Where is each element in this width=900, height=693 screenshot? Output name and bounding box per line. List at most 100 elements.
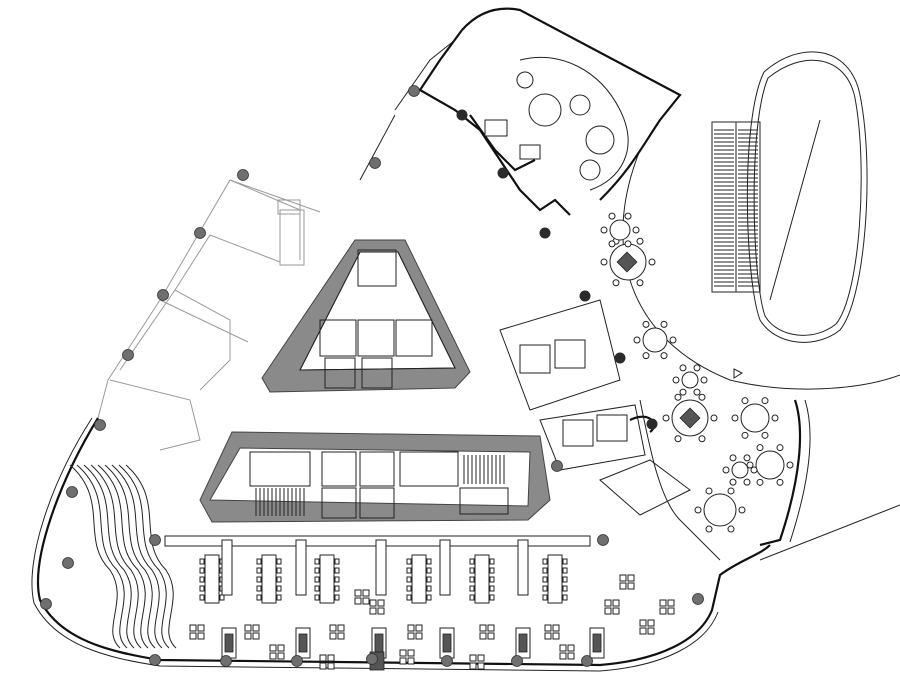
- chair: [761, 431, 769, 439]
- divider: [295, 539, 307, 596]
- seat: [559, 644, 567, 652]
- chair: [276, 576, 282, 583]
- column: [194, 227, 206, 239]
- atrium-void: [746, 51, 868, 343]
- chair: [600, 258, 608, 266]
- long-table: [474, 554, 490, 604]
- seat: [544, 624, 552, 632]
- seat: [377, 599, 385, 607]
- chair: [632, 226, 640, 234]
- chair: [600, 226, 608, 234]
- seat: [639, 619, 647, 627]
- landscape-line: [125, 464, 177, 649]
- chair: [608, 240, 616, 248]
- booth-seat: [224, 633, 234, 653]
- chair: [276, 567, 282, 574]
- chair: [679, 388, 687, 396]
- chair: [612, 279, 620, 287]
- chair: [660, 352, 668, 360]
- chair: [693, 388, 701, 396]
- chair: [660, 320, 668, 328]
- chair: [199, 558, 205, 565]
- long-table: [319, 554, 335, 604]
- chair: [426, 576, 432, 583]
- chair: [729, 478, 737, 486]
- landscape-line: [90, 464, 142, 649]
- seat: [269, 652, 277, 660]
- seat: [369, 599, 377, 607]
- column: [692, 593, 704, 605]
- seat: [354, 597, 362, 605]
- chair: [776, 444, 784, 452]
- chair: [746, 461, 754, 469]
- seat: [319, 662, 327, 670]
- round-table: [731, 461, 749, 479]
- chair: [669, 336, 677, 344]
- seat: [244, 632, 252, 640]
- seat: [479, 624, 487, 632]
- divider: [221, 539, 233, 596]
- chair: [334, 558, 340, 565]
- chair: [705, 487, 713, 495]
- chair: [542, 567, 548, 574]
- seat: [337, 632, 345, 640]
- landscape-waves: [69, 464, 177, 649]
- chair: [219, 594, 225, 601]
- chair: [693, 364, 701, 372]
- chair: [562, 567, 568, 574]
- seat: [567, 652, 575, 660]
- seat: [567, 644, 575, 652]
- column: [497, 167, 509, 179]
- seat: [477, 662, 485, 670]
- chair: [679, 364, 687, 372]
- column: [62, 557, 74, 569]
- column: [581, 655, 593, 667]
- chair: [314, 558, 320, 565]
- seat: [667, 599, 675, 607]
- chair: [642, 320, 650, 328]
- column: [220, 655, 232, 667]
- seat: [469, 654, 477, 662]
- seat: [277, 644, 285, 652]
- escalators: [711, 121, 761, 293]
- chair: [674, 393, 682, 401]
- divider: [517, 539, 529, 596]
- chair: [199, 567, 205, 574]
- seat: [407, 649, 415, 657]
- chair: [700, 376, 708, 384]
- chair: [710, 414, 718, 422]
- divider: [439, 539, 451, 596]
- seat: [604, 599, 612, 607]
- divider: [375, 539, 387, 596]
- booth-seat: [592, 633, 602, 653]
- round-table: [755, 450, 785, 480]
- chair: [562, 576, 568, 583]
- column: [66, 486, 78, 498]
- column: [646, 418, 658, 430]
- chair: [722, 466, 730, 474]
- column: [614, 352, 626, 364]
- seat: [544, 632, 552, 640]
- chair: [199, 594, 205, 601]
- chair: [334, 576, 340, 583]
- landscape-line: [83, 464, 135, 649]
- round-table: [703, 493, 737, 527]
- seat: [612, 607, 620, 615]
- column: [237, 169, 249, 181]
- seat: [327, 662, 335, 670]
- seat: [612, 599, 620, 607]
- chair: [771, 414, 779, 422]
- chair: [562, 585, 568, 592]
- east-block: [499, 299, 691, 516]
- chair: [489, 567, 495, 574]
- chair: [562, 594, 568, 601]
- seat: [244, 624, 252, 632]
- column: [456, 109, 468, 121]
- seat: [337, 624, 345, 632]
- column: [157, 289, 169, 301]
- chair: [276, 594, 282, 601]
- chair: [698, 435, 706, 443]
- seat: [354, 589, 362, 597]
- column: [149, 534, 161, 546]
